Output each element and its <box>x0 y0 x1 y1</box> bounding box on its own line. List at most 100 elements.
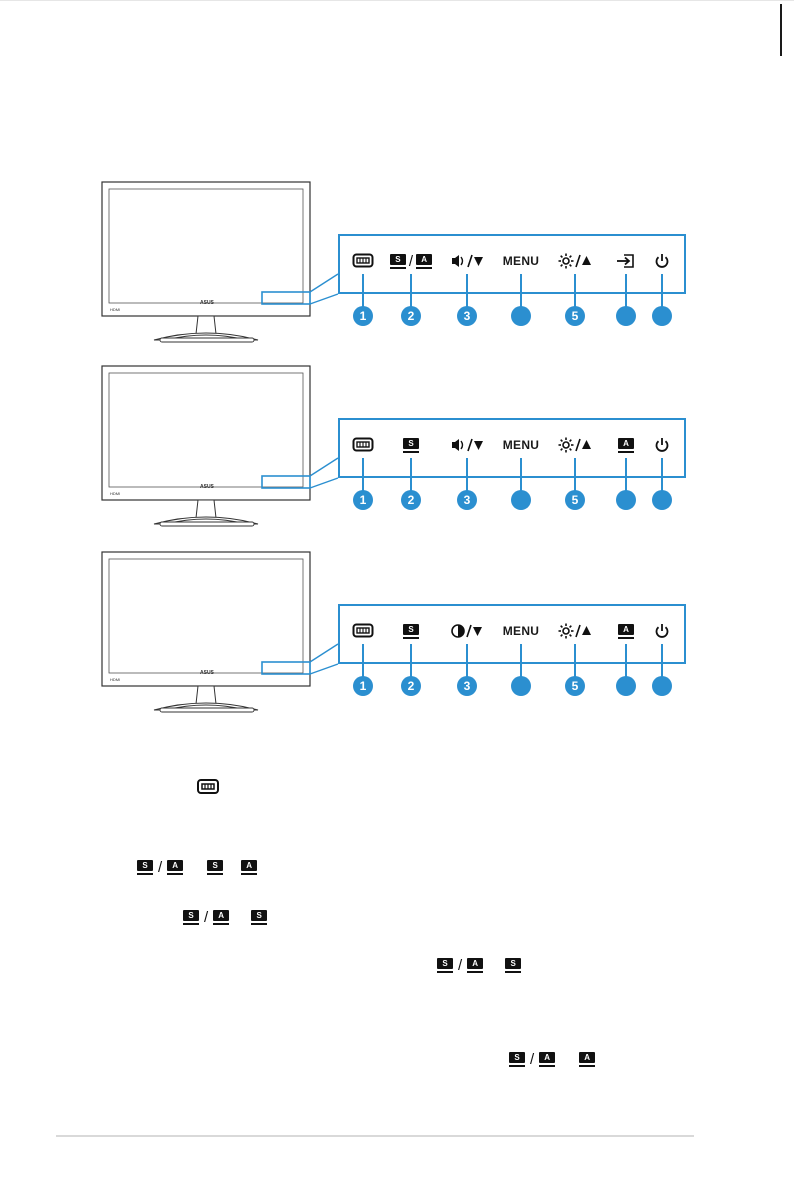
leader-stem <box>466 474 468 492</box>
ref-splendid-auto-pair-3: S / A S <box>436 954 522 976</box>
control-button-3: 3 <box>439 604 495 696</box>
control-button-4: MENU <box>493 234 549 326</box>
auto-key-icon: A <box>617 623 635 639</box>
control-button-3: 3 <box>439 234 495 326</box>
menu-label: MENU <box>502 624 540 638</box>
corner-tab-mark <box>780 4 782 56</box>
leader-tick <box>362 274 364 290</box>
menu-label: MENU <box>502 254 540 268</box>
control-button-7 <box>634 234 690 326</box>
callout-number-badge: 5 <box>565 676 585 696</box>
callout-leader-lines <box>261 457 339 489</box>
leader-stem <box>661 474 663 492</box>
menu-text: MENU <box>493 252 549 270</box>
power-icon <box>634 436 690 454</box>
leader-stem <box>362 660 364 678</box>
splendid-key-icon: S <box>402 437 420 453</box>
svg-text:ASUS: ASUS <box>200 300 215 306</box>
splendid-key-icon: S <box>136 859 154 875</box>
leader-stem <box>520 474 522 492</box>
callout-number-badge <box>511 490 531 510</box>
callout-number-badge: 3 <box>457 676 477 696</box>
leader-stem <box>410 660 412 678</box>
autoadjust-icon: A <box>598 622 654 640</box>
leader-tick <box>410 274 412 290</box>
callout-number-badge <box>511 676 531 696</box>
auto-key-icon: A <box>166 859 184 875</box>
callout-number-badge <box>616 490 636 510</box>
svg-text:HDMI: HDMI <box>110 307 120 312</box>
splendid-key-icon: S <box>508 1051 526 1067</box>
splendid-key-icon: S <box>206 859 224 875</box>
auto-key-icon: A <box>466 957 484 973</box>
callout-number-badge: 1 <box>353 676 373 696</box>
leader-tick <box>520 458 522 474</box>
leader-stem <box>574 660 576 678</box>
leader-stem <box>574 474 576 492</box>
callout-number-badge <box>616 676 636 696</box>
footer-rule <box>56 1135 694 1137</box>
leader-tick <box>625 458 627 474</box>
leader-stem <box>466 290 468 308</box>
auto-key-icon: A <box>538 1051 556 1067</box>
leader-stem <box>362 290 364 308</box>
control-button-1: 1 <box>335 418 391 510</box>
leader-tick <box>466 644 468 660</box>
splendid-icon: S <box>383 436 439 454</box>
volume-down-icon <box>439 252 495 270</box>
slash-separator: / <box>158 858 163 876</box>
monitor-illustration: HDMI ASUS <box>100 180 314 346</box>
leader-stem <box>520 660 522 678</box>
system-key-icon <box>335 622 391 640</box>
auto-key-icon: A <box>578 1051 596 1067</box>
leader-tick <box>625 644 627 660</box>
slash-separator: / <box>204 908 209 926</box>
splendid-key-icon: S <box>182 909 200 925</box>
control-button-6: A <box>598 604 654 696</box>
volume-down-icon <box>439 436 495 454</box>
leader-stem <box>625 660 627 678</box>
leader-tick <box>574 274 576 290</box>
splendid-key-icon: S <box>436 957 454 973</box>
splendid-key-icon: S <box>250 909 268 925</box>
callout-number-badge: 2 <box>401 490 421 510</box>
leader-stem <box>362 474 364 492</box>
leader-tick <box>410 458 412 474</box>
leader-tick <box>520 274 522 290</box>
input-select-icon <box>598 252 654 270</box>
control-button-7 <box>634 604 690 696</box>
menu-label: MENU <box>502 438 540 452</box>
svg-text:ASUS: ASUS <box>200 484 215 490</box>
leader-tick <box>466 458 468 474</box>
auto-key-icon: A <box>212 909 230 925</box>
leader-tick <box>625 274 627 290</box>
callout-leader-lines <box>261 273 339 305</box>
control-button-3: 3 <box>439 418 495 510</box>
control-button-6: A <box>598 418 654 510</box>
ref-splendid-auto-pair-4: S / A A <box>508 1048 596 1070</box>
ref-splendid-auto-pair-2: S / A S <box>182 906 268 928</box>
leader-tick <box>410 644 412 660</box>
control-button-4: MENU <box>493 418 549 510</box>
system-key-icon <box>196 778 220 801</box>
control-button-4: MENU <box>493 604 549 696</box>
callout-leader-lines <box>261 643 339 675</box>
control-button-1: 1 <box>335 234 391 326</box>
svg-text:HDMI: HDMI <box>110 677 120 682</box>
leader-tick <box>520 644 522 660</box>
leader-stem <box>520 290 522 308</box>
brightness-up-icon <box>547 622 603 640</box>
slash-separator: / <box>408 252 414 270</box>
callout-number-badge: 5 <box>565 306 585 326</box>
leader-tick <box>466 274 468 290</box>
splendid-icon: S <box>383 622 439 640</box>
system-key-icon <box>335 436 391 454</box>
button-callout <box>261 362 690 537</box>
callout-number-badge: 2 <box>401 306 421 326</box>
callout-number-badge: 2 <box>401 676 421 696</box>
